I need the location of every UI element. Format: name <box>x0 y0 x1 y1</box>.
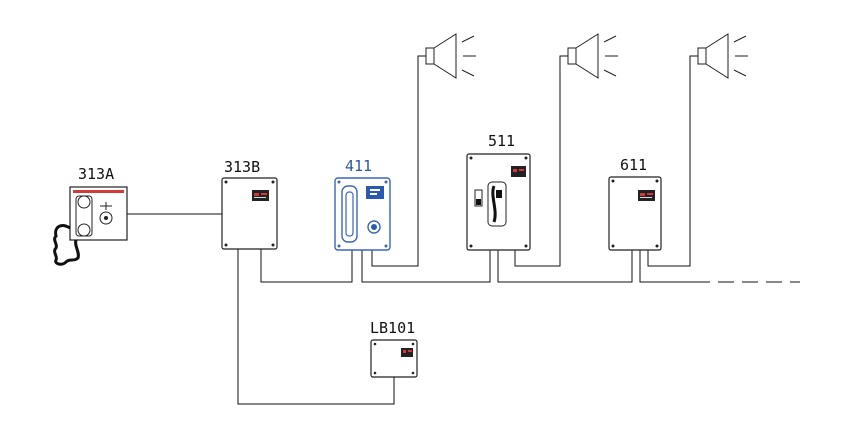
indicator-panel-icon <box>511 166 526 177</box>
device-411-label: 411 <box>345 157 372 175</box>
device-411: 411 <box>334 157 391 251</box>
device-511: 511 <box>466 132 531 251</box>
indicator-panel-icon <box>401 348 413 357</box>
device-511-label: 511 <box>488 132 515 150</box>
handset-icon <box>341 185 358 243</box>
device-lb101: LB101 <box>370 319 418 378</box>
device-313b: 313B <box>221 158 278 250</box>
switch-icon <box>474 189 483 207</box>
speaker-icon <box>567 33 618 79</box>
speaker-icon <box>425 33 476 79</box>
device-313a: 313A <box>53 165 128 266</box>
handset-icon <box>487 181 507 227</box>
device-611-label: 611 <box>620 156 647 174</box>
indicator-panel-icon <box>252 190 269 201</box>
device-611: 611 <box>608 156 662 251</box>
coiled-cord-icon <box>53 224 80 266</box>
device-lb101-label: LB101 <box>370 319 415 337</box>
indicator-panel-icon <box>638 190 655 201</box>
wiring <box>127 55 800 405</box>
speaker-icon <box>697 33 748 79</box>
device-313b-label: 313B <box>224 158 260 176</box>
indicator-panel-icon <box>366 186 384 199</box>
device-313a-label: 313A <box>78 165 114 183</box>
indicator-strip <box>73 190 124 193</box>
